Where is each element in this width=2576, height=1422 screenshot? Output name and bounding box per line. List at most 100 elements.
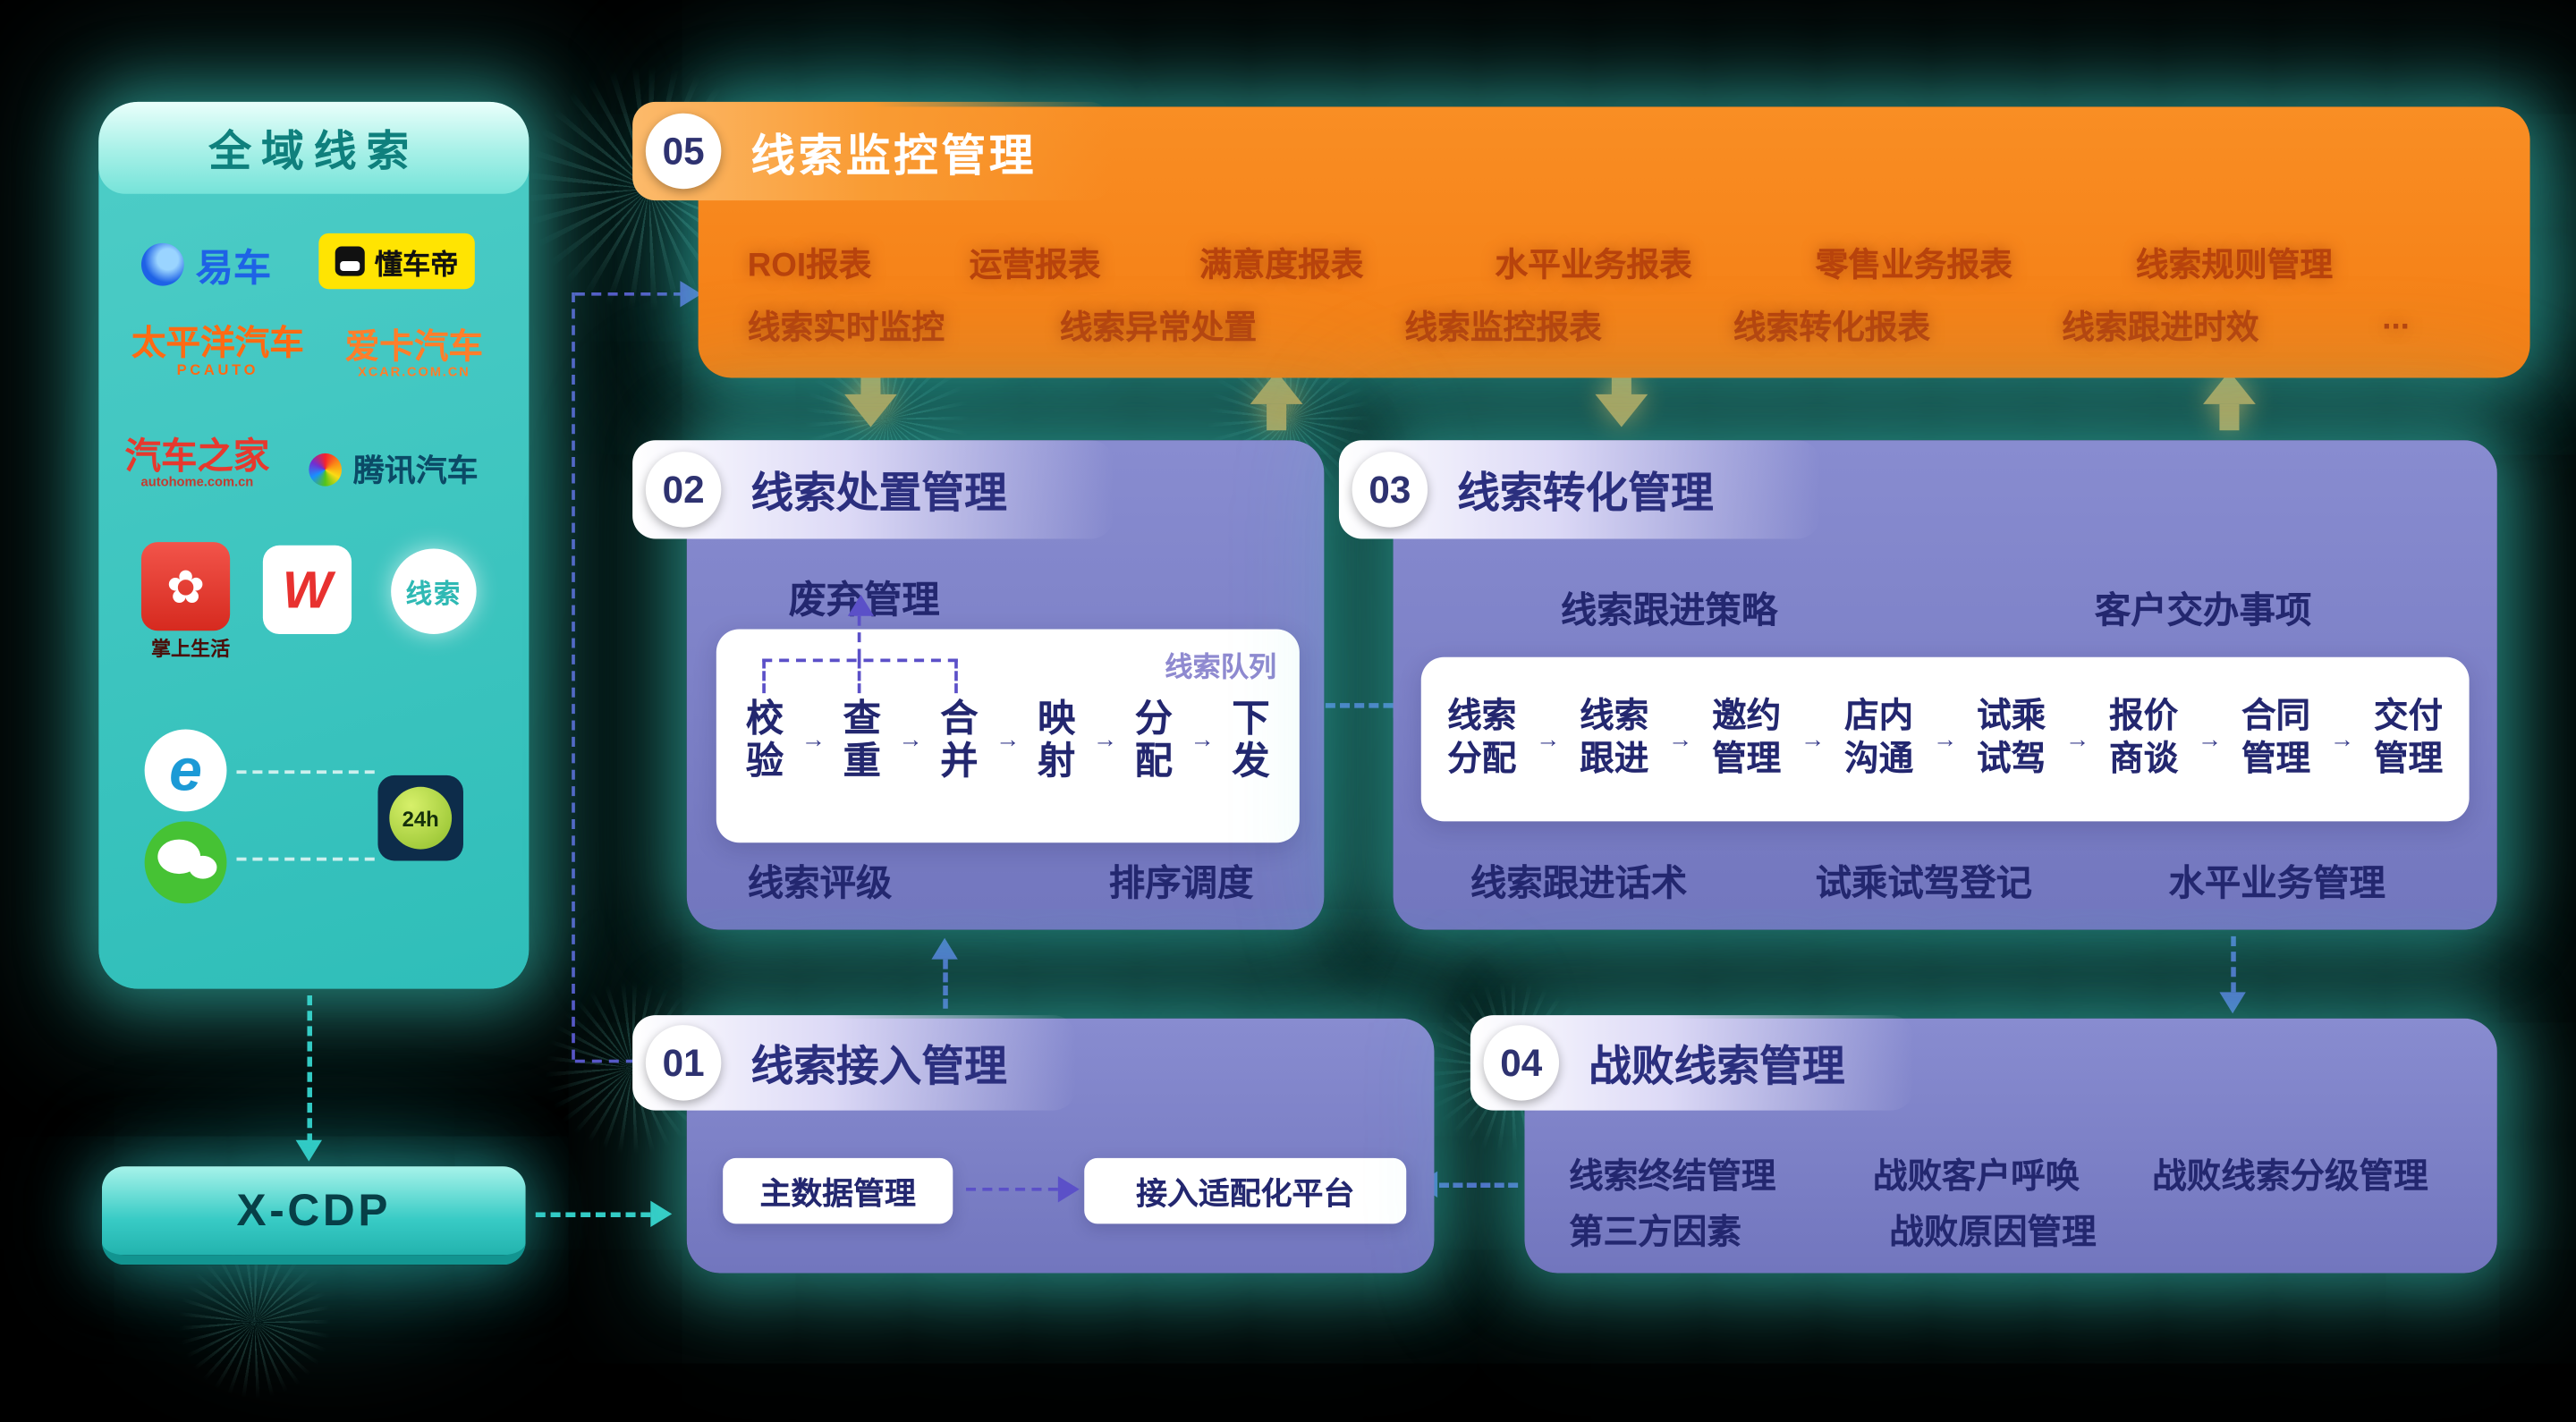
logo-autohome: 汽车之家 autohome.com.cn <box>124 435 270 490</box>
monitoring-item: 满意度报表 <box>1199 248 1364 284</box>
lead-queue-label: 线索队列 <box>1165 652 1277 684</box>
step-arrow-icon: → <box>1535 724 1561 754</box>
panel-lead-sources: 全域线索 易车 懂车帝 太平洋汽车 PCAUTO 爱卡汽车 XCAR.COM.C… <box>98 101 530 989</box>
logo-pcauto: 太平洋汽车 PCAUTO <box>131 325 304 378</box>
monitoring-item: 线索监控报表 <box>1404 310 1602 347</box>
panel-04-defeated-leads: 04 战败线索管理 线索终结管理 战败客户呼唤 战败线索分级管理 第三方因素 战… <box>1470 1015 2497 1274</box>
customer-tasks-label: 客户交办事项 <box>2094 589 2312 631</box>
defeat-item: 战败线索分级管理 <box>2152 1157 2428 1197</box>
arrowhead-right-teal <box>650 1200 673 1228</box>
master-data-box: 主数据管理 <box>723 1157 953 1224</box>
conversion-pipeline-box: 线索分配 → 线索跟进 → 邀约管理 → 店内沟通 → 试乘试驾 → 报价商谈 … <box>1420 656 2470 822</box>
logo-yiche: 易车 <box>140 236 271 292</box>
dongchedi-icon <box>335 246 365 276</box>
monitoring-item: 零售业务报表 <box>1815 248 2012 284</box>
panel-02-lead-disposal: 02 线索处置管理 废弃管理 线索队列 校验 → 查重 → 合并 → 映射 → … <box>632 440 1325 930</box>
pipeline-step: 分配 <box>1134 696 1173 782</box>
abandon-bracket <box>857 615 861 659</box>
step-arrow-icon: → <box>2064 724 2090 754</box>
connector-panel03-to-panel04 <box>2231 935 2236 993</box>
panel-01-title: 线索接入管理 <box>750 1040 1007 1090</box>
connector-masterdata-to-adapter <box>965 1187 1058 1191</box>
xcdp-button: X-CDP <box>101 1166 526 1265</box>
panel-03-title: 线索转化管理 <box>1457 467 1714 517</box>
panel-05-title: 线索监控管理 <box>750 131 1037 181</box>
pipeline-step: 报价商谈 <box>2109 698 2179 779</box>
connector-panel02-to-panel03 <box>1310 703 1394 708</box>
panel-01-number-badge: 01 <box>645 1025 722 1101</box>
connector-panel01-to-panel05 <box>572 292 575 1060</box>
monitoring-item-more: ... <box>2382 300 2410 337</box>
source-mini-connector <box>236 857 375 861</box>
wechat-icon <box>144 821 227 904</box>
access-adapter-box: 接入适配化平台 <box>1084 1157 1407 1224</box>
panel-04-number-badge: 04 <box>1483 1025 1560 1101</box>
panel-04-title: 战败线索管理 <box>1589 1040 1845 1090</box>
step-arrow-icon: → <box>898 726 923 755</box>
pipeline-step: 邀约管理 <box>1712 698 1782 779</box>
defeat-item: 战败客户呼唤 <box>1872 1157 2080 1197</box>
yiche-icon <box>140 242 184 286</box>
monitoring-item: ROI报表 <box>747 248 872 284</box>
monitoring-item: 线索规则管理 <box>2135 248 2334 284</box>
panel-02-header: 02 线索处置管理 <box>632 440 1114 539</box>
connector-panel04-to-panel01 <box>1438 1182 1519 1188</box>
step-arrow-icon: → <box>1932 724 1958 754</box>
pipeline-step: 映射 <box>1038 696 1076 782</box>
step-arrow-icon: → <box>1667 724 1693 754</box>
monitoring-item: 线索跟进时效 <box>2062 310 2259 347</box>
step-arrow-icon: → <box>801 726 826 755</box>
pipeline-step: 线索分配 <box>1447 698 1517 779</box>
panel-05-header: 05 线索监控管理 <box>632 101 1113 201</box>
step-arrow-icon: → <box>1190 726 1215 755</box>
pipeline-step: 线索跟进 <box>1580 698 1649 779</box>
logo-xcar: 爱卡汽车 XCAR.COM.CN <box>344 328 483 380</box>
connector-panel01-to-panel05 <box>574 292 684 296</box>
logo-tencent-auto: 腾讯汽车 <box>309 447 479 492</box>
pipeline-step: 试乘试驾 <box>1977 698 2046 779</box>
pipeline-step: 交付管理 <box>2373 698 2444 779</box>
step-arrow-icon: → <box>2197 724 2223 754</box>
disposal-pipeline: 校验 → 查重 → 合并 → 映射 → 分配 → 下发 <box>742 696 1273 783</box>
panel-05-lead-monitoring: 05 线索监控管理 ROI报表 运营报表 满意度报表 水平业务报表 零售业务报表… <box>632 101 2530 378</box>
followup-script-label: 线索跟进话术 <box>1470 862 1688 904</box>
tencent-auto-icon <box>309 453 343 486</box>
pipeline-step: 合并 <box>940 696 979 782</box>
panel-01-header: 01 线索接入管理 <box>632 1015 1077 1111</box>
followup-strategy-label: 线索跟进策略 <box>1560 589 1778 631</box>
arrowhead-up-purple <box>931 937 958 960</box>
source-mini-connector <box>236 770 375 774</box>
connector-panel01-to-panel05 <box>574 1059 636 1063</box>
step-arrow-icon: → <box>996 726 1021 755</box>
logo-dongchedi: 懂车帝 <box>318 233 475 290</box>
panel-03-header: 03 线索转化管理 <box>1338 440 1821 539</box>
arrowhead-up-purple <box>847 594 875 616</box>
abandon-bracket <box>857 658 861 694</box>
connector-cdp-to-panel01 <box>535 1212 651 1218</box>
panel-05-number-badge: 05 <box>645 113 722 190</box>
connector-panel01-to-panel02 <box>943 959 948 1009</box>
pipeline-step: 店内沟通 <box>1844 698 1914 779</box>
lead-rating-label: 线索评级 <box>747 862 893 904</box>
arrowhead-right-purple <box>1057 1176 1080 1203</box>
zhangshang-flower-icon: ✿ <box>140 542 231 631</box>
pipeline-step: 校验 <box>745 696 784 782</box>
pipeline-step: 合同管理 <box>2241 698 2311 779</box>
logo-w: W <box>262 545 352 634</box>
horizontal-business-label: 水平业务管理 <box>2168 862 2385 904</box>
connector-sources-to-cdp <box>307 995 312 1144</box>
panel-03-lead-conversion: 03 线索转化管理 线索跟进策略 客户交办事项 线索分配 → 线索跟进 → 邀约… <box>1338 440 2497 930</box>
logo-xiansuo: 线索 <box>391 548 477 634</box>
defeat-item: 战败原因管理 <box>1889 1214 2097 1252</box>
panel-01-lead-access: 01 线索接入管理 主数据管理 接入适配化平台 <box>632 1015 1435 1274</box>
panel-04-header: 04 战败线索管理 <box>1470 1015 1914 1111</box>
hotline-24h-icon: 24h <box>377 774 463 861</box>
lead-sources-title: 全域线索 <box>98 101 530 194</box>
step-arrow-icon: → <box>2329 724 2355 754</box>
testdrive-register-label: 试乘试驾登记 <box>1815 862 2033 904</box>
monitoring-item: 线索实时监控 <box>747 310 945 347</box>
step-arrow-icon: → <box>1800 724 1826 754</box>
step-arrow-icon: → <box>1092 726 1118 755</box>
defeat-item: 第三方因素 <box>1569 1214 1741 1252</box>
